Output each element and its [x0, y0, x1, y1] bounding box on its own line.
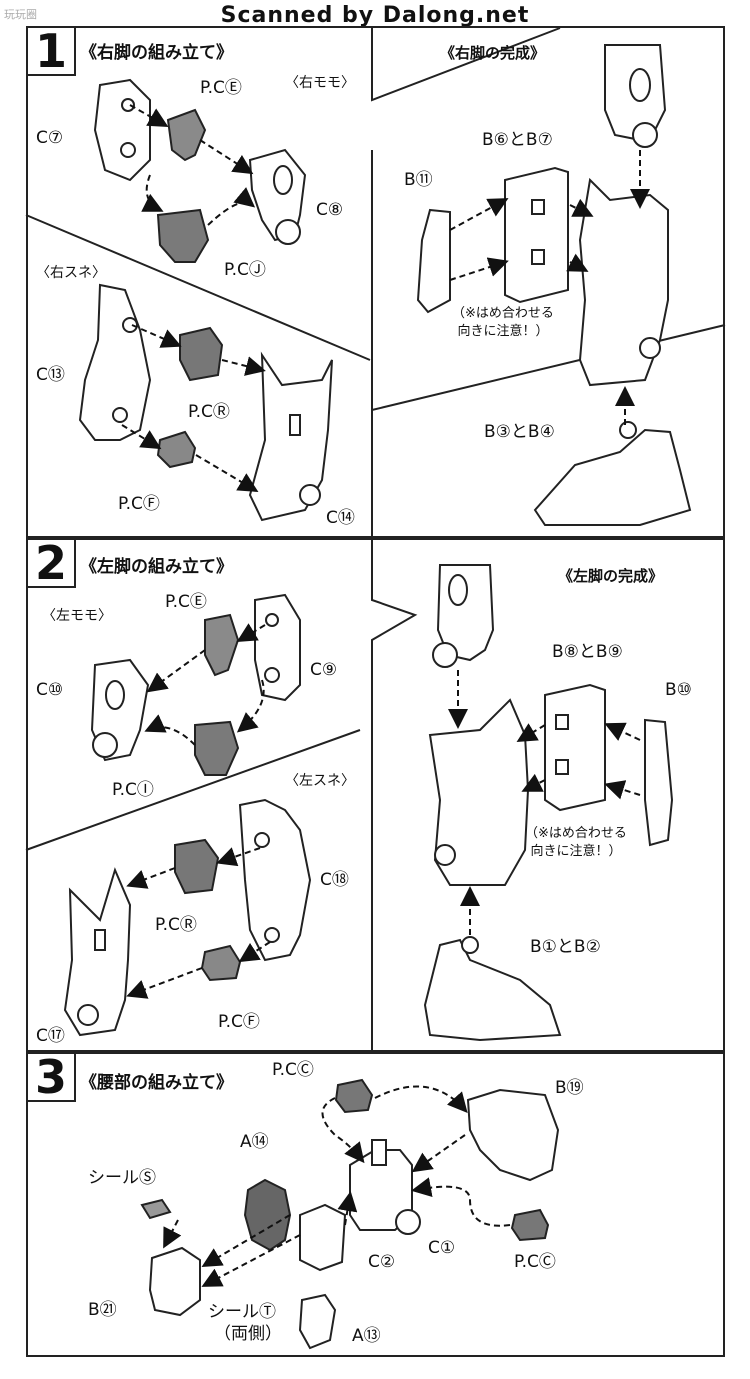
label-c8: C⑧	[316, 200, 344, 220]
label-b21: B㉑	[88, 1300, 117, 1320]
label-pcf-right: P.CⒻ	[118, 494, 160, 514]
label-b1b2: B①とB②	[530, 937, 601, 957]
step2-number-box	[26, 538, 76, 588]
step1-title: 《右脚の組み立て》	[80, 43, 233, 63]
step1-thigh-label: 〈右モモ〉	[285, 75, 355, 91]
label-pcf-left: P.CⒻ	[218, 1012, 260, 1032]
step1-number-box	[26, 26, 76, 76]
label-pcr-left: P.CⓇ	[155, 915, 197, 935]
step1-shin-label: 〈右スネ〉	[36, 265, 106, 281]
scan-watermark: Scanned by Dalong.net	[220, 3, 530, 28]
step1-completion-title: 《右脚の完成》	[440, 44, 546, 62]
label-a14: A⑭	[240, 1132, 269, 1152]
step3-title: 《腰部の組み立て》	[80, 1073, 233, 1093]
step2-note: （※はめ合わせる 向きに注意！）	[525, 825, 627, 861]
step2-note-line2: 向きに注意！）	[530, 844, 622, 859]
step2-panel	[26, 538, 725, 1052]
label-b8b9: B⑧とB⑨	[552, 642, 623, 662]
label-b11: B⑪	[404, 170, 433, 190]
step1-panel	[26, 26, 725, 538]
label-c18: C⑱	[320, 870, 349, 890]
label-c7: C⑦	[36, 128, 64, 148]
step1-note: （※はめ合わせる 向きに注意！）	[452, 305, 554, 341]
label-seal-su: シールⓈ	[88, 1168, 156, 1188]
label-pce-right: P.CⒺ	[200, 78, 242, 98]
label-b3b4: B③とB④	[484, 422, 555, 442]
step2-parts	[63, 564, 674, 1042]
step2-shin-label: 〈左スネ〉	[285, 773, 355, 789]
label-b19: B⑲	[555, 1078, 584, 1098]
label-both-sides: （両側）	[214, 1324, 282, 1344]
step2-number: 2	[34, 536, 67, 590]
step3-panel	[26, 1052, 725, 1357]
step1-parts	[78, 44, 692, 526]
label-c13: C⑬	[36, 365, 65, 385]
label-c10: C⑩	[36, 680, 64, 700]
corner-mark: 玩玩圈	[4, 8, 37, 21]
step3-number-box	[26, 1052, 76, 1102]
step2-note-line1: （※はめ合わせる	[525, 826, 627, 841]
label-pcc-bottom: P.CⒸ	[514, 1252, 556, 1272]
label-pci: P.CⒾ	[112, 780, 154, 800]
label-seal-chi: シールⓉ	[208, 1302, 276, 1322]
step1-note-line2: 向きに注意！）	[457, 324, 549, 339]
label-c1: C①	[428, 1238, 456, 1258]
step3-parts	[140, 1078, 560, 1350]
step1-note-line1: （※はめ合わせる	[452, 306, 554, 321]
label-pcc-top: P.CⒸ	[272, 1060, 314, 1080]
label-pcr-right: P.CⓇ	[188, 402, 230, 422]
label-a13: A⑬	[352, 1326, 381, 1346]
step2-thigh-label: 〈左モモ〉	[42, 608, 112, 624]
label-c9: C⑨	[310, 660, 338, 680]
label-b6b7: B⑥とB⑦	[482, 130, 553, 150]
step3-number: 3	[34, 1050, 67, 1104]
step2-completion-title: 《左脚の完成》	[558, 567, 664, 585]
label-pce-left: P.CⒺ	[165, 592, 207, 612]
label-pcj: P.CⒿ	[224, 260, 266, 280]
label-c2: C②	[368, 1252, 396, 1272]
label-b10: B⑩	[665, 680, 692, 700]
step1-number: 1	[34, 24, 67, 78]
step2-title: 《左脚の組み立て》	[80, 557, 233, 577]
label-c17: C⑰	[36, 1026, 65, 1046]
label-c14: C⑭	[326, 508, 355, 528]
